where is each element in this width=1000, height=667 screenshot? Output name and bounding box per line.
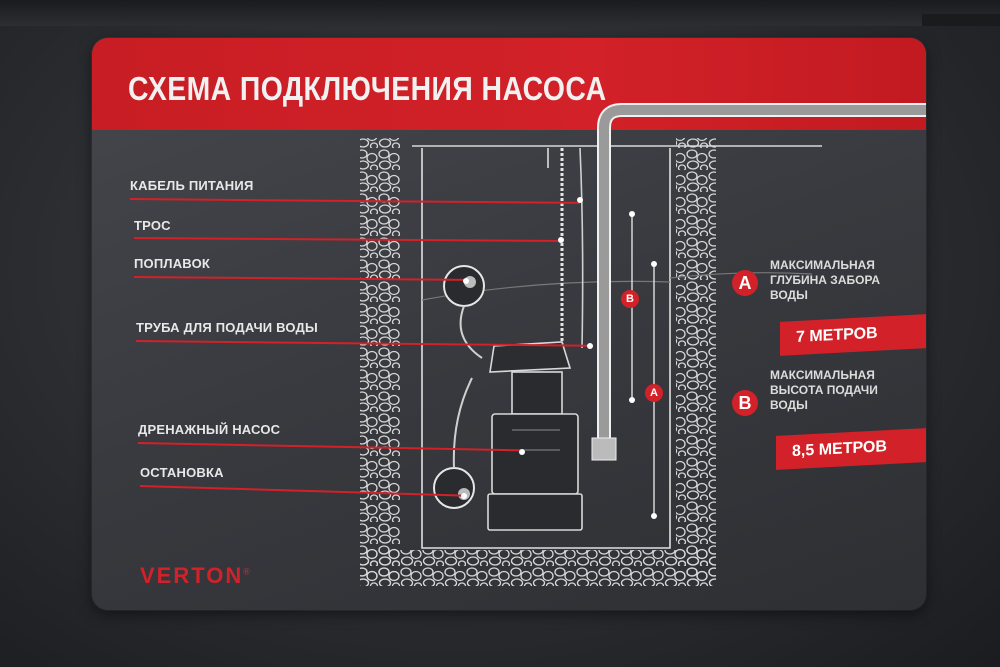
- spec-a-badge: A: [732, 270, 758, 296]
- callout-float: ПОПЛАВОК: [134, 256, 211, 271]
- drainage-pump: [487, 341, 583, 531]
- callout-rope: ТРОС: [134, 218, 171, 233]
- bottom-stone-floor: [360, 550, 716, 586]
- spec-b-line-2: ВЫСОТА ПОДАЧИ: [770, 383, 878, 397]
- brand-name: VERTON: [140, 563, 244, 588]
- callout-dot-drainage-pump: [519, 449, 525, 455]
- callout-power-cable: КАБЕЛЬ ПИТАНИЯ: [130, 178, 254, 193]
- brand-logo: VERTON®: [140, 563, 250, 589]
- spec-a-line-3: ВОДЫ: [770, 288, 808, 302]
- callout-dot-rope: [558, 237, 564, 243]
- callout-dot-float: [463, 278, 469, 284]
- container-rim: [0, 0, 1000, 26]
- brand-registered-mark: ®: [243, 566, 250, 577]
- pump-connection-diagram: [360, 103, 926, 586]
- callout-dot-power-cable: [577, 197, 583, 203]
- well-outline: [421, 148, 671, 549]
- rim-notch: [922, 14, 1000, 26]
- product-label: СХЕМА ПОДКЛЮЧЕНИЯ НАСОСА: [92, 38, 926, 610]
- callout-water-pipe: ТРУБА ДЛЯ ПОДАЧИ ВОДЫ: [136, 320, 318, 335]
- diagram-marker-a: A: [645, 384, 663, 402]
- page-title: СХЕМА ПОДКЛЮЧЕНИЯ НАСОСА: [128, 70, 607, 107]
- float-top: [443, 265, 485, 307]
- spec-b-badge: B: [732, 390, 758, 416]
- spec-b-line-3: ВОДЫ: [770, 398, 808, 412]
- spec-b-description: МАКСИМАЛЬНАЯ ВЫСОТА ПОДАЧИ ВОДЫ: [770, 368, 900, 413]
- title-banner: СХЕМА ПОДКЛЮЧЕНИЯ НАСОСА: [92, 38, 926, 130]
- diagram-marker-b: B: [621, 290, 639, 308]
- float-stop: [433, 467, 475, 509]
- callout-dot-stop: [461, 493, 467, 499]
- power-cable: [579, 147, 584, 349]
- spec-a-description: МАКСИМАЛЬНАЯ ГЛУБИНА ЗАБОРА ВОДЫ: [770, 258, 900, 303]
- left-stone-wall: [360, 138, 400, 583]
- right-stone-wall: [676, 138, 716, 583]
- callout-dot-water-pipe: [587, 343, 593, 349]
- spec-b-line-1: МАКСИМАЛЬНАЯ: [770, 368, 875, 382]
- callout-drainage-pump: ДРЕНАЖНЫЙ НАСОС: [138, 422, 281, 437]
- spec-a-line-2: ГЛУБИНА ЗАБОРА: [770, 273, 881, 287]
- callout-stop: ОСТАНОВКА: [140, 465, 224, 480]
- spec-a-line-1: МАКСИМАЛЬНАЯ: [770, 258, 875, 272]
